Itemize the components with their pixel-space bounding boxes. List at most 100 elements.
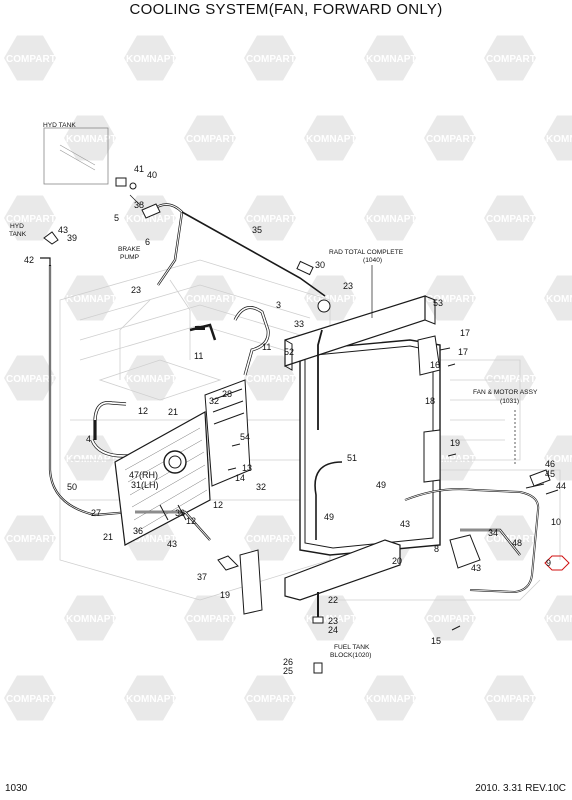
watermark-logo [484,35,536,81]
watermark-logo [364,35,416,81]
watermark-text: KOMNAPT [126,54,177,65]
note-hyd-tank: HYD TANK [43,122,76,129]
part-label: 12 [138,406,148,416]
watermark-text: COMPART [426,614,476,625]
part-label: 42 [24,255,34,265]
watermark-text: COMPART [6,374,56,385]
part-label: 44 [556,481,566,491]
watermark-text: COMPART [6,54,56,65]
watermark-text: COMPART [6,214,56,225]
part-label: 21 [168,407,178,417]
part-label: 11 [194,351,203,361]
part-label: 33 [294,319,304,329]
note-tank: TANK [9,231,27,238]
watermark-logo [4,195,56,241]
note-rad-total: RAD TOTAL COMPLETE [329,249,404,256]
watermark-text: KOMNAPT [366,694,417,705]
watermark-text: KOMNAPT [546,134,572,145]
part-label: 22 [328,595,338,605]
part-label: 6 [145,237,150,247]
watermark-logo [4,515,56,561]
part-label: 12 [186,516,196,526]
note-rh: 47(RH) [129,470,158,480]
watermark-logo [64,435,116,481]
watermark-logo [424,115,476,161]
part-label: 32 [256,482,266,492]
watermark-layer: COMPART KOMNAPT COMPART KOMNAPT COMPART KOMNA… [4,35,572,721]
part-label: 24 [328,625,338,635]
note-fan-code: (1031) [500,398,519,405]
part-label: 4 [86,434,91,444]
part-label: 30 [315,260,325,270]
part-label: 28 [222,389,232,399]
watermark-text: COMPART [486,54,536,65]
part-label: 52 [284,347,294,357]
watermark-logo [64,275,116,321]
watermark-text: COMPART [186,614,236,625]
watermark-logo [124,355,176,401]
watermark-logo [544,275,572,321]
part-label: 20 [392,556,402,566]
watermark-text: KOMNAPT [546,614,572,625]
watermark-logo [4,35,56,81]
watermark-logo [484,355,536,401]
part-label: 21 [103,532,113,542]
watermark-text: COMPART [246,694,296,705]
watermark-text: KOMNAPT [546,454,572,465]
watermark-logo [484,195,536,241]
part-label: 23 [131,285,141,295]
watermark-logo [64,115,116,161]
watermark-logo [364,675,416,721]
callout-hexagon [544,555,570,571]
note-fan-motor: FAN & MOTOR ASSY [473,389,538,396]
watermark-text: COMPART [6,694,56,705]
note-fuel-code: BLOCK(1020) [330,652,371,659]
watermark-text: KOMNAPT [366,54,417,65]
part-label: 43 [471,563,481,573]
part-label: 9 [546,558,551,568]
watermark-logo [544,595,572,641]
watermark-text: KOMNAPT [546,294,572,305]
note-brake: BRAKE [118,246,141,253]
part-label: 3 [276,300,281,310]
part-label: 51 [347,453,357,463]
part-label: 49 [376,480,386,490]
part-label: 11 [262,342,271,352]
part-label: 12 [213,500,223,510]
part-label: 48 [512,538,522,548]
part-label: 35 [252,225,262,235]
bracket-28 [204,379,251,487]
watermark-text: KOMNAPT [306,294,357,305]
note-hyd: HYD [10,223,24,230]
note-fuel-tank: FUEL TANK [334,644,370,651]
part-label: 49 [324,512,334,522]
part-label: 25 [283,666,293,676]
part-label: 19 [450,438,460,448]
part-label: 23 [343,281,353,291]
watermark-text: KOMNAPT [126,214,177,225]
part-label: 37 [197,572,207,582]
part-label: 39 [67,233,77,243]
watermark-text: COMPART [246,374,296,385]
part-label: 19 [220,590,230,600]
block-19-lower [239,549,263,615]
watermark-logo [364,195,416,241]
hyd-tank-box [43,127,109,185]
part-label: 43 [167,539,177,549]
part-label: 27 [91,508,101,518]
watermark-logo [184,595,236,641]
watermark-text: KOMNAPT [126,694,177,705]
watermark-logo [424,595,476,641]
watermark-logo [484,515,536,561]
revision-date: 2010. 3.31 REV.10C [475,783,566,794]
watermark-text: COMPART [426,454,476,465]
part-label: 14 [235,473,245,483]
watermark-text: KOMNAPT [126,534,177,545]
part-label: 45 [545,469,555,479]
watermark-text: COMPART [486,534,536,545]
note-pump: PUMP [120,254,140,261]
watermark-text: COMPART [486,694,536,705]
watermark-logo [544,115,572,161]
watermark-logo [184,115,236,161]
